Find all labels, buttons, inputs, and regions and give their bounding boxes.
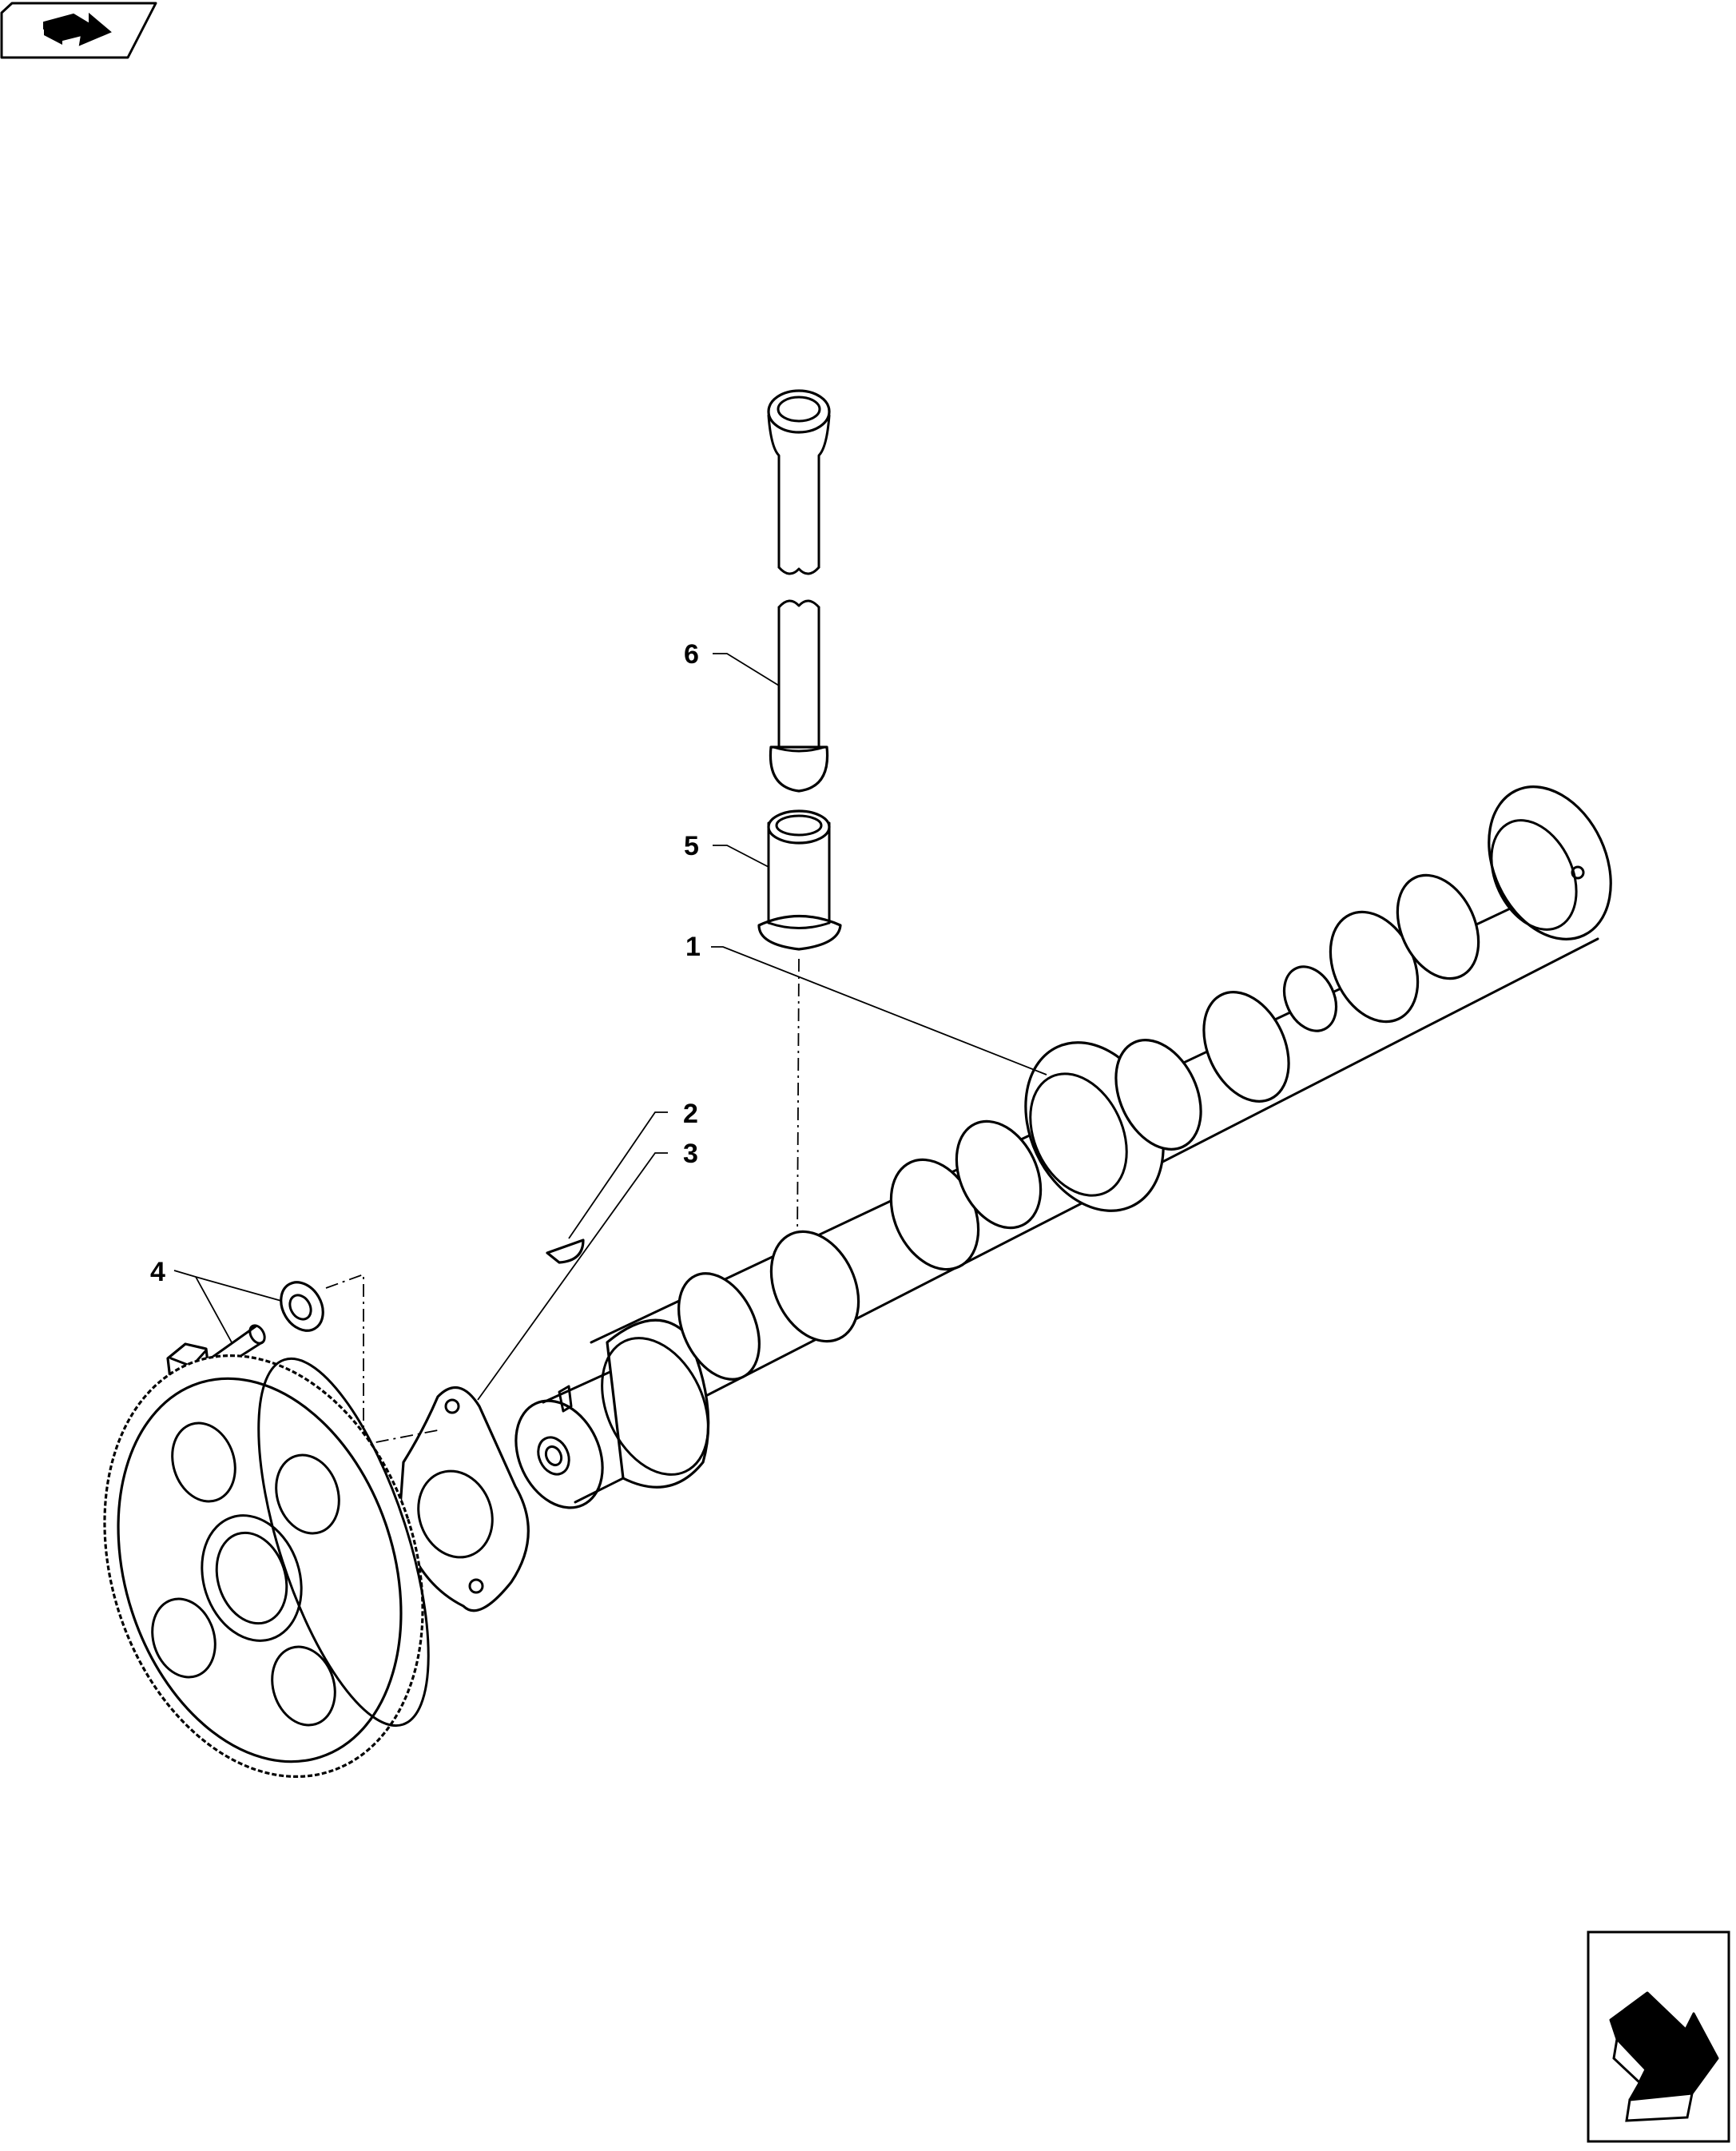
leader-4a	[173, 1270, 282, 1302]
leader-3	[477, 1152, 668, 1401]
leader-1	[711, 946, 1047, 1076]
thrust-plate	[398, 1386, 530, 1612]
book-arrow-icon[interactable]	[0, 2, 157, 59]
woodruff-key	[546, 1239, 585, 1264]
camshaft	[514, 785, 1612, 1509]
callout-3: 3	[683, 1139, 698, 1169]
callout-2: 2	[683, 1099, 698, 1129]
leader-2	[568, 1111, 668, 1239]
callout-1: 1	[685, 932, 701, 962]
leader-5	[713, 845, 769, 868]
assembly-line-bolt	[325, 1273, 439, 1446]
leader-6	[713, 653, 780, 686]
callout-4: 4	[150, 1257, 165, 1287]
assembly-line-tappet	[796, 958, 800, 1247]
callout-5: 5	[684, 831, 699, 861]
leader-4b	[195, 1276, 232, 1343]
washer	[280, 1281, 324, 1332]
tappet	[757, 809, 842, 951]
push-rod	[767, 389, 831, 793]
camshaft-gear	[103, 1354, 430, 1779]
callout-6: 6	[684, 639, 699, 670]
next-page-arrow-icon[interactable]	[1587, 1930, 1730, 2143]
